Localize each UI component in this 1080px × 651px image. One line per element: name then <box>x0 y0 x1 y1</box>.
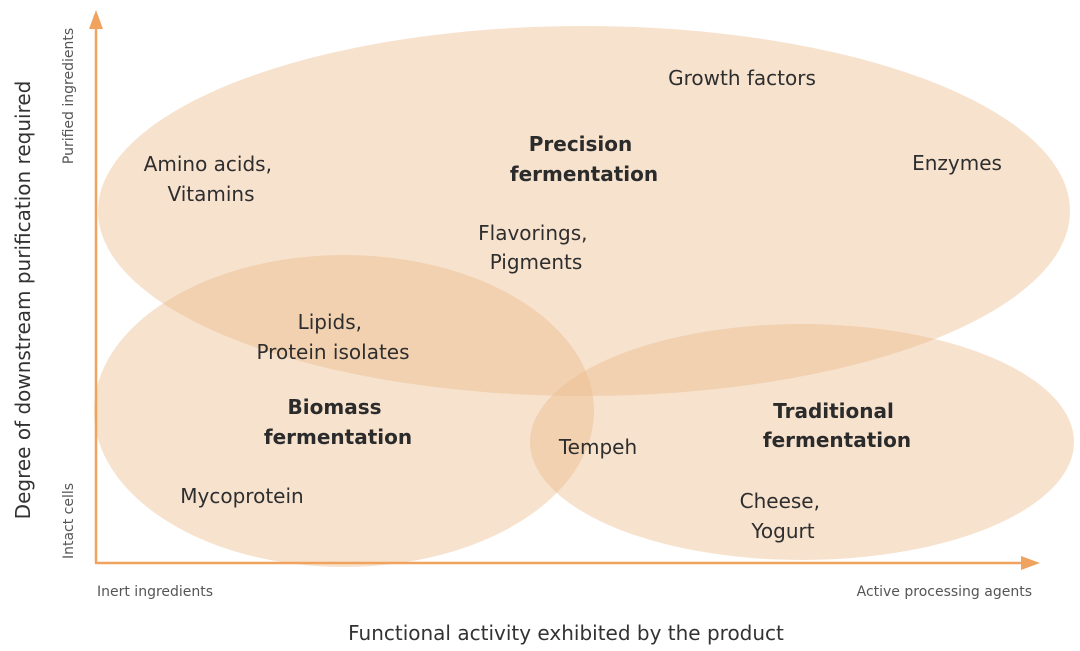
amino-acids-line2: Vitamins <box>167 182 254 206</box>
flavorings-label: Flavorings, Pigments <box>478 221 594 274</box>
flavorings-line1: Flavorings, <box>478 221 587 245</box>
y-axis-high-label: Purified ingredients <box>61 28 77 164</box>
traditional-fermentation-title: Traditional fermentation <box>763 399 911 452</box>
lipids-label: Lipids, Protein isolates <box>256 310 409 364</box>
lipids-line1: Lipids, <box>298 310 362 334</box>
cheese-label: Cheese, Yogurt <box>740 489 827 543</box>
tempeh-label: Tempeh <box>558 435 637 459</box>
biomass-title-line2: fermentation <box>264 425 412 449</box>
biomass-fermentation-title: Biomass fermentation <box>264 395 412 449</box>
x-axis-high-label: Active processing agents <box>857 584 1032 600</box>
traditional-title-line1: Traditional <box>773 399 894 423</box>
traditional-fermentation-region <box>530 324 1074 560</box>
amino-acids-label: Amino acids, Vitamins <box>144 152 279 206</box>
x-axis-arrow-icon <box>1021 556 1040 570</box>
precision-fermentation-title: Precision fermentation <box>510 132 658 186</box>
amino-acids-line1: Amino acids, <box>144 152 272 176</box>
mycoprotein-label: Mycoprotein <box>180 484 303 508</box>
cheese-line1: Cheese, <box>740 489 820 513</box>
y-axis-title: Degree of downstream purification requir… <box>11 81 35 520</box>
lipids-line2: Protein isolates <box>256 340 409 364</box>
biomass-fermentation-region <box>94 255 594 567</box>
y-axis-low-label: Intact cells <box>61 483 77 559</box>
y-axis-arrow-icon <box>89 10 103 29</box>
precision-title-line2: fermentation <box>510 162 658 186</box>
biomass-title-line1: Biomass <box>288 395 382 419</box>
precision-fermentation-region <box>98 26 1070 396</box>
enzymes-label: Enzymes <box>912 151 1002 175</box>
x-axis-low-label: Inert ingredients <box>97 584 213 600</box>
flavorings-line2: Pigments <box>490 250 583 274</box>
growth-factors-label: Growth factors <box>668 66 816 90</box>
traditional-title-line2: fermentation <box>763 428 911 452</box>
x-axis-title: Functional activity exhibited by the pro… <box>348 621 784 645</box>
cheese-line2: Yogurt <box>750 519 814 543</box>
precision-title-line1: Precision <box>529 132 633 156</box>
